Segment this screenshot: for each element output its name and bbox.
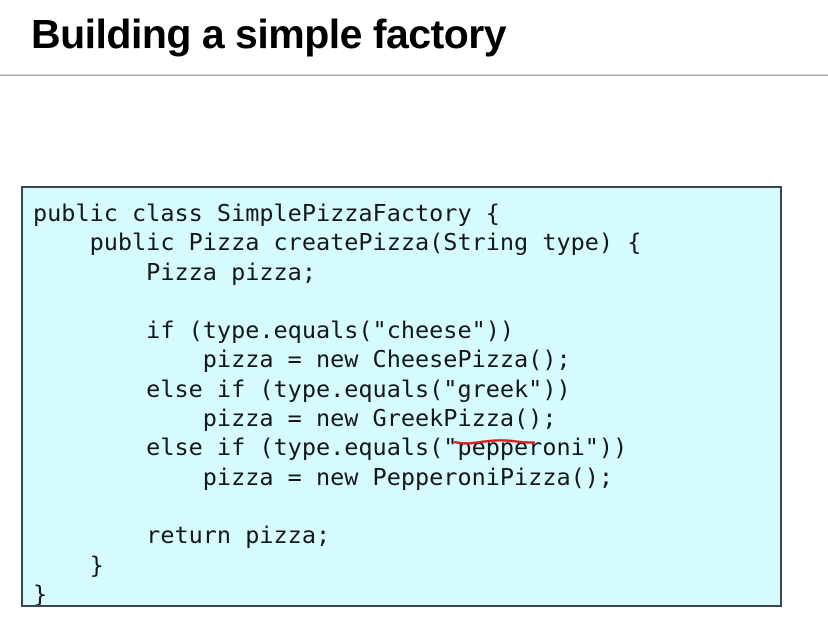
- code-listing: public class SimplePizzaFactory { public…: [33, 199, 642, 607]
- page-title: Building a simple factory: [31, 11, 507, 57]
- code-block: public class SimplePizzaFactory { public…: [21, 186, 782, 607]
- title-divider: [0, 74, 828, 76]
